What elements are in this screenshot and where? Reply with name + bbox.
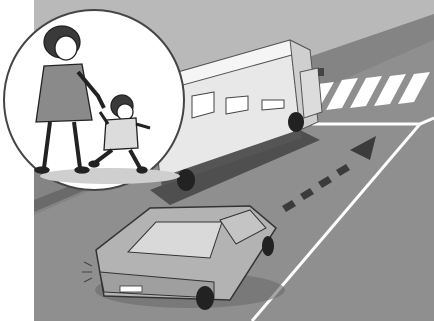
motion-arrow (282, 136, 376, 212)
arrow-head (350, 136, 376, 160)
child-figure (88, 94, 151, 174)
pedestrian-inset (3, 9, 185, 191)
adult-figure (34, 25, 106, 174)
car (82, 205, 285, 310)
sight-markers (191, 91, 285, 119)
